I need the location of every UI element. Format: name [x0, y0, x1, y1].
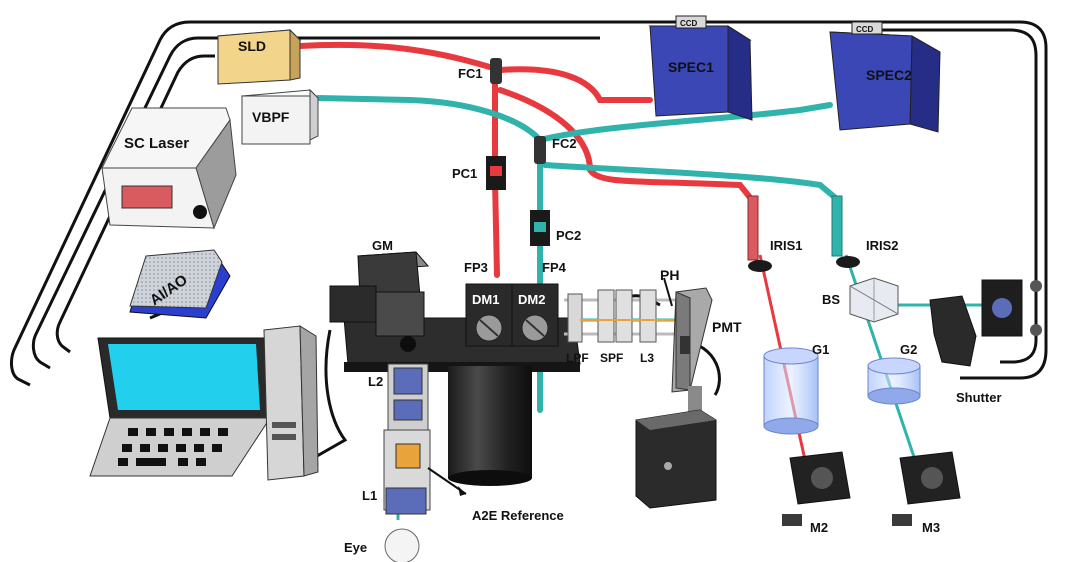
iris1-label: IRIS1 [770, 238, 803, 253]
l1-label: L1 [362, 488, 377, 503]
iris-1: IRIS1 [748, 196, 803, 272]
desktop-tower [264, 326, 318, 480]
glass-cell-g1: G1 [764, 342, 829, 434]
lpf-label: LPF [566, 351, 589, 365]
l2-label: L2 [368, 374, 383, 389]
dichroic-mirror-2: DM2 [512, 284, 558, 346]
spf-label: SPF [600, 351, 623, 365]
g1-label: G1 [812, 342, 829, 357]
ph-label: PH [660, 267, 679, 283]
a2e-label: A2E Reference [472, 508, 564, 523]
fp3-label: FP3 [464, 260, 488, 275]
mirror-mount-m3: M3 [892, 452, 960, 535]
daq-board: AI/AO [130, 250, 230, 318]
m3-label: M3 [922, 520, 940, 535]
sc-laser-label: SC Laser [124, 135, 189, 152]
fc1-label: FC1 [458, 66, 483, 81]
bs-label: BS [822, 292, 840, 307]
gm-label: GM [372, 238, 393, 253]
m2-label: M2 [810, 520, 828, 535]
eye: Eye [344, 529, 419, 562]
pmt-detector: PH PMT [660, 267, 742, 392]
l3-label: L3 [640, 351, 654, 365]
dm1-label: DM1 [472, 292, 499, 307]
fiber-coupler-2: FC2 [534, 136, 577, 164]
ccd2-label: CCD [856, 25, 874, 34]
sld-source: SLD [218, 30, 300, 84]
beam-splitter: BS [822, 278, 898, 322]
polarization-controller-2: PC2 [530, 210, 581, 246]
spec2-label: SPEC2 [866, 67, 912, 83]
eye-label: Eye [344, 540, 367, 555]
sc-laser: SC Laser [102, 108, 236, 228]
laptop [90, 338, 270, 476]
spectrometer-1: CCD SPEC1 [650, 16, 752, 120]
spectrometer-2: CCD SPEC2 [830, 22, 940, 132]
pc1-label: PC1 [452, 166, 477, 181]
shutter: Shutter [930, 280, 1042, 405]
fp4-label: FP4 [542, 260, 567, 275]
spec1-label: SPEC1 [668, 59, 714, 75]
fc2-label: FC2 [552, 136, 577, 151]
iris2-label: IRIS2 [866, 238, 899, 253]
pmt-label: PMT [712, 319, 742, 335]
mirror-mount-m2: M2 [782, 452, 850, 535]
translation-stage [636, 386, 716, 508]
galvo-scanner: GM [330, 238, 428, 352]
filter-cage [564, 290, 680, 342]
dichroic-mirror-1: DM1 [466, 284, 512, 346]
sld-label: SLD [238, 38, 266, 54]
g2-label: G2 [900, 342, 917, 357]
vbpf-label: VBPF [252, 109, 290, 125]
pmt-cylinder [448, 366, 532, 486]
pc2-label: PC2 [556, 228, 581, 243]
polarization-controller-1: PC1 [452, 156, 506, 190]
ccd1-label: CCD [680, 19, 698, 28]
shutter-label: Shutter [956, 390, 1002, 405]
dm2-label: DM2 [518, 292, 545, 307]
iris-2: IRIS2 [832, 196, 899, 268]
vbpf-filter: VBPF [242, 90, 318, 144]
glass-cell-g2: G2 [868, 342, 920, 404]
